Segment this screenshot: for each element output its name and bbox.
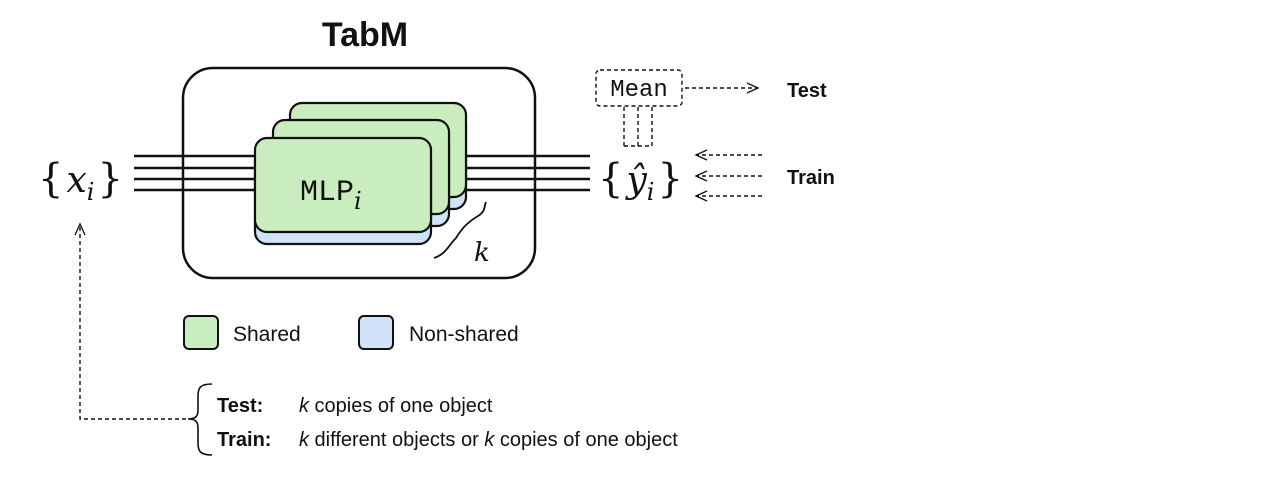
legend-non-shared-label: Non-shared <box>409 323 519 346</box>
test-label: Test <box>787 80 827 102</box>
k-label: k <box>474 238 490 268</box>
note-train: Train: k different objects or k copies o… <box>217 429 678 451</box>
output-lines <box>458 154 590 192</box>
output-label: {ŷi} <box>598 156 683 206</box>
diagram-title: TabM <box>322 16 408 54</box>
legend: Shared Non-shared <box>183 315 519 350</box>
input-lines <box>134 154 256 192</box>
train-label: Train <box>787 167 835 189</box>
mean-connectors <box>623 107 653 147</box>
mlp-block-front <box>253 136 433 246</box>
input-feedback-arrow <box>74 222 186 420</box>
mean-box <box>595 69 683 107</box>
legend-shared-swatch <box>183 315 219 350</box>
mean-label: Mean <box>610 77 668 104</box>
notes-brace <box>187 383 213 456</box>
shared-part <box>253 136 433 234</box>
legend-non-shared-swatch <box>358 315 394 350</box>
k-brace <box>433 201 487 259</box>
input-label: {xi} <box>38 156 123 206</box>
note-test: Test: k copies of one object <box>217 395 493 417</box>
mlp-label: MLPi <box>300 176 362 215</box>
legend-shared-label: Shared <box>233 323 301 346</box>
train-arrows <box>694 149 762 202</box>
